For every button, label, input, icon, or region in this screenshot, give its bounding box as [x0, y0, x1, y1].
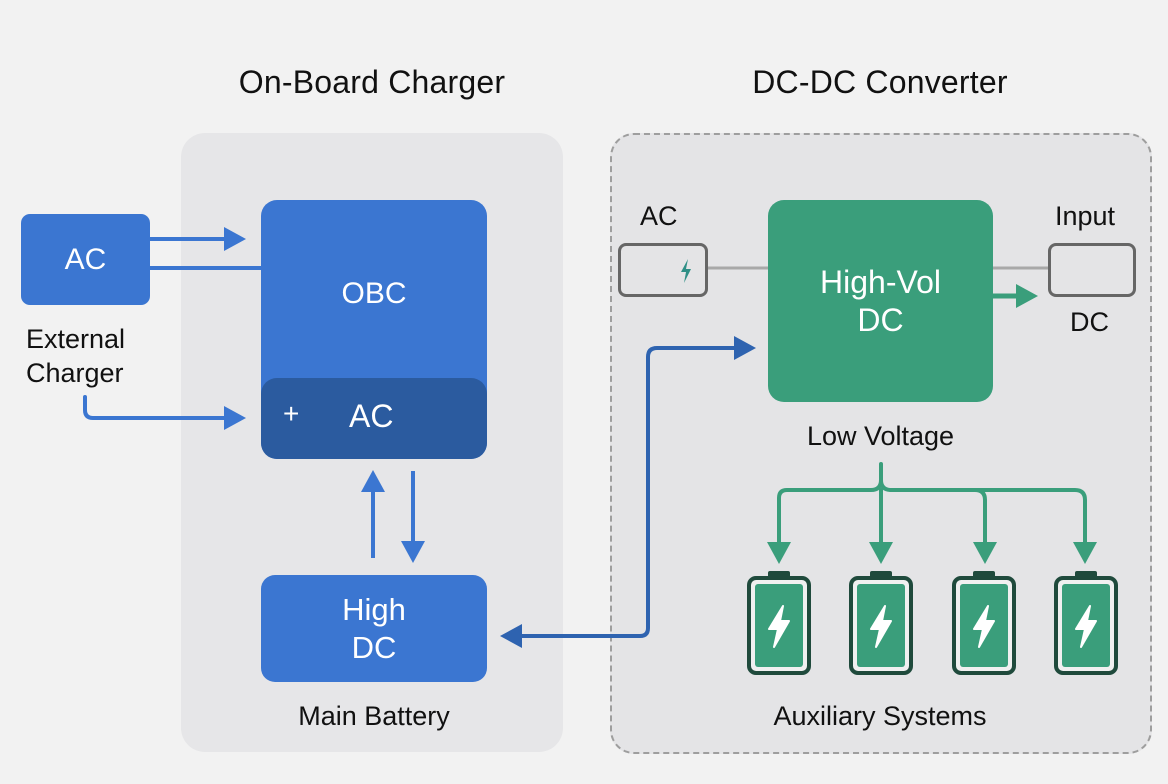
- auxiliary-systems-caption: Auxiliary Systems: [773, 701, 987, 731]
- input-label: Input: [1055, 201, 1116, 231]
- ac-to-obc-arrow: [150, 227, 246, 251]
- external-ac-box[interactable]: AC: [21, 214, 150, 305]
- obc-ac-section: + AC: [261, 378, 487, 459]
- battery-charging-icon[interactable]: [952, 571, 1016, 675]
- plus-icon: +: [283, 398, 300, 429]
- external-caption-line2: Charger: [26, 357, 124, 388]
- obc-main-section: OBC: [261, 200, 487, 378]
- external-caption-line1: External: [26, 324, 126, 354]
- battery-charging-icon[interactable]: [1054, 571, 1118, 675]
- obc-ac-label: AC: [349, 398, 394, 434]
- ac-input-box[interactable]: [618, 243, 708, 297]
- obc-to-battery-arrow: [401, 471, 425, 563]
- low-voltage-label: Low Voltage: [806, 421, 955, 451]
- dcdc-ac-label: AC: [640, 201, 678, 231]
- lightning-icon: [681, 259, 691, 283]
- obc-box[interactable]: OBC + AC: [261, 200, 487, 459]
- input-box[interactable]: [1048, 243, 1136, 297]
- battery-dcdc-link-arrow: [500, 336, 756, 648]
- dc-output-label: DC: [1070, 307, 1109, 337]
- main-battery-line2: DC: [351, 629, 397, 665]
- dc-dc-converter-title: DC-DC Converter: [752, 64, 1008, 100]
- converter-to-dc-arrow: [993, 284, 1038, 308]
- low-voltage-distribution-arrows: [777, 462, 1087, 547]
- external-charger-arrow: [83, 395, 246, 430]
- battery-to-obc-arrow: [361, 470, 385, 558]
- main-battery-box[interactable]: High DC: [261, 575, 487, 682]
- main-battery-line1: High: [342, 592, 406, 628]
- distribution-arrowheads: [767, 542, 1097, 564]
- battery-charging-icon[interactable]: [747, 571, 811, 675]
- high-voltage-dc-converter-box[interactable]: High-Vol DC: [768, 200, 993, 402]
- external-ac-label: AC: [64, 242, 107, 276]
- obc-label: OBC: [341, 277, 407, 310]
- converter-line2: DC: [857, 302, 904, 338]
- main-battery-caption: Main Battery: [298, 701, 450, 731]
- external-charger-caption: External Charger: [26, 323, 125, 391]
- battery-charging-icon[interactable]: [849, 571, 913, 675]
- converter-line1: High-Vol: [820, 263, 941, 300]
- on-board-charger-title: On-Board Charger: [238, 64, 506, 100]
